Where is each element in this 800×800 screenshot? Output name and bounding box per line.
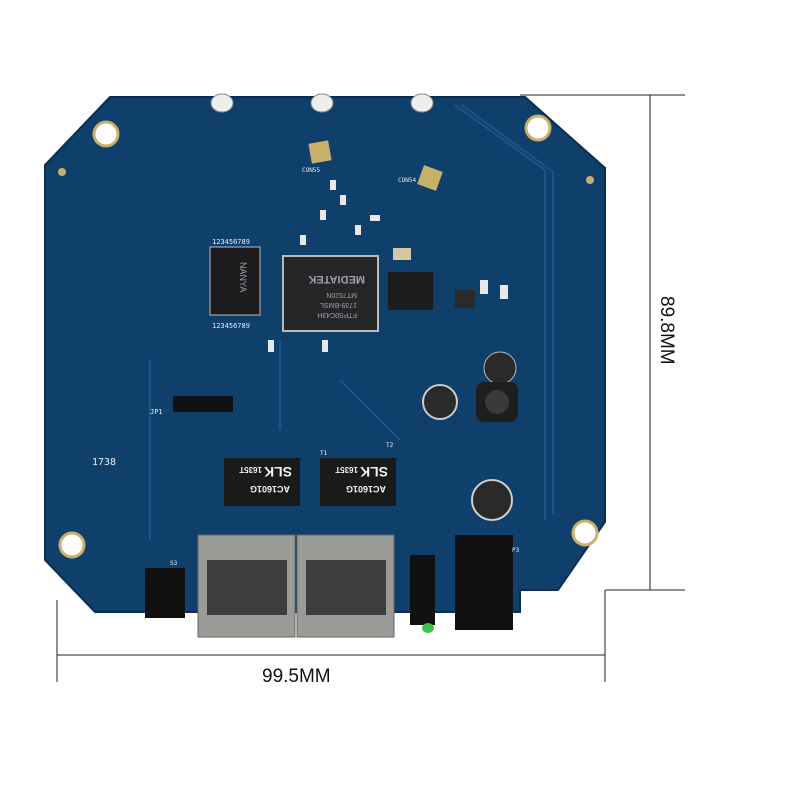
year-silkscreen: 1738: [92, 457, 116, 468]
svg-text:SLK: SLK: [360, 464, 388, 480]
soc-code: FTPS0C43H: [317, 311, 357, 318]
width-dimension-label: 99.5MM: [262, 666, 331, 687]
pcb-board: [44, 96, 606, 613]
jumper-header: [173, 396, 233, 412]
crystal: [393, 248, 411, 260]
inductor-core: [485, 390, 509, 414]
ethernet-port-1: [197, 534, 296, 638]
test-pads: [58, 140, 594, 191]
ram-bottom-pins: 123456789: [212, 322, 250, 330]
soc-model: MT7620N: [326, 291, 357, 298]
con55-label: CON55: [302, 167, 320, 174]
ram-chip: NANYA 123456789 123456789: [209, 238, 261, 330]
dimension-lines: [56, 94, 685, 682]
pcb-traces: [149, 104, 554, 540]
ram-brand: NANYA: [238, 262, 248, 292]
inductor-l3: [455, 290, 475, 308]
svg-text:AC1601G: AC1601G: [250, 484, 290, 494]
svg-text:SLK: SLK: [264, 464, 292, 480]
leds: [210, 93, 434, 113]
status-led-housing: [410, 555, 435, 625]
switch-label: S3: [170, 560, 178, 567]
transformer-t2: AC1601G SLK 1635T T2: [320, 442, 396, 506]
power-label: P3: [512, 547, 520, 554]
soc-lot: 1739-BMSL: [320, 301, 357, 308]
smd-components: [268, 180, 508, 352]
mounting-holes: [58, 114, 599, 559]
svg-text:1635T: 1635T: [335, 465, 358, 474]
status-led: [422, 623, 434, 633]
dc-power-jack: [455, 535, 513, 630]
con54-label: CON54: [398, 177, 416, 184]
capacitor: [483, 351, 517, 385]
flash-chip: [388, 272, 433, 310]
capacitor: [422, 384, 458, 420]
svg-text:1635T: 1635T: [239, 465, 262, 474]
svg-text:T2: T2: [386, 442, 394, 449]
height-dimension-label: 89.8MM: [656, 296, 677, 365]
soc-brand: MEDIATEK: [308, 273, 365, 285]
svg-text:T1: T1: [320, 450, 328, 457]
capacitor: [471, 479, 513, 521]
ethernet-port-2: [296, 534, 395, 638]
jumper-label: JP1: [150, 408, 163, 416]
soc-chip: FTPS0C43H 1739-BMSL MT7620N MEDIATEK: [282, 255, 379, 332]
transformer-t1: AC1601G SLK 1635T T1: [224, 450, 328, 506]
reset-switch: [145, 568, 185, 618]
svg-text:AC1601G: AC1601G: [346, 484, 386, 494]
ram-top-pins: 123456789: [212, 238, 250, 246]
